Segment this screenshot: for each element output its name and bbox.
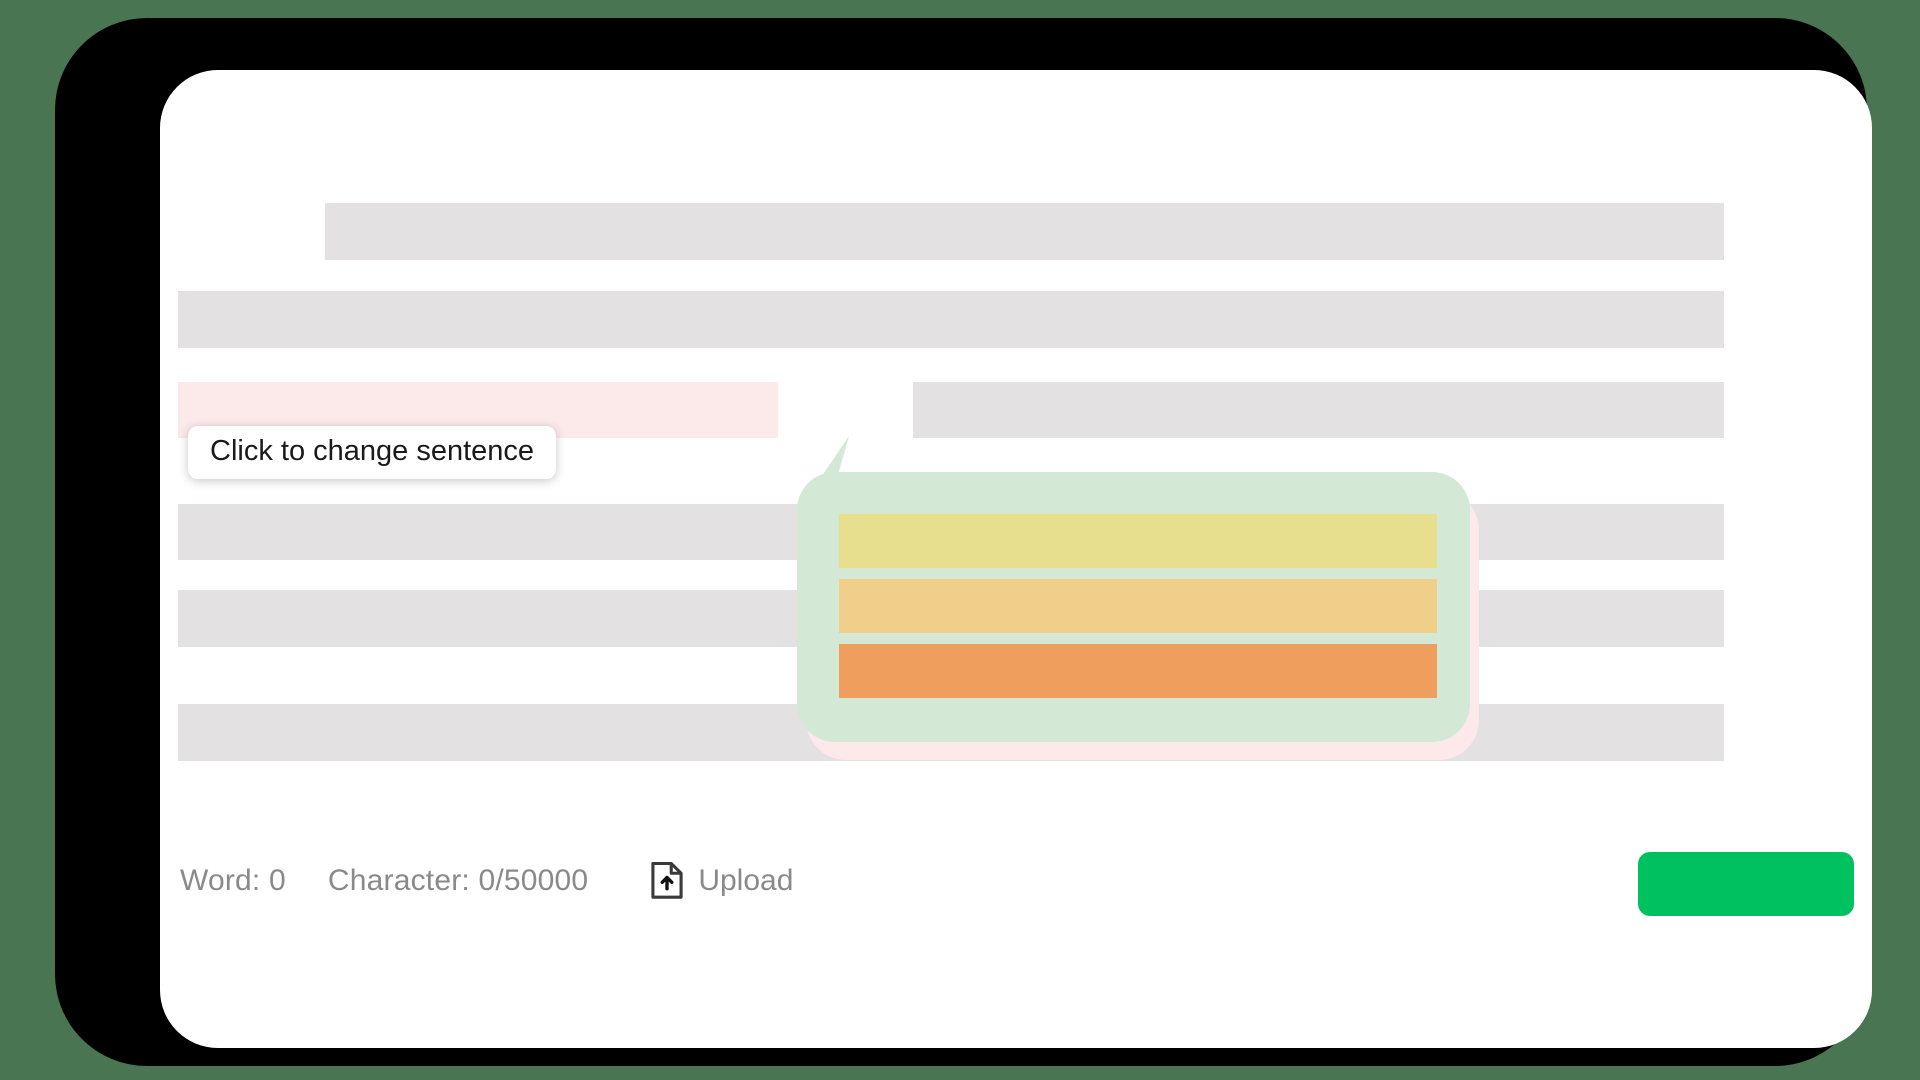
device-screen: Click to change sentence Word: 0 — [160, 70, 1872, 1048]
status-bar-left-group: Word: 0 Character: 0/50000 Upload — [180, 862, 793, 900]
upload-button[interactable]: Upload — [650, 862, 793, 900]
suggestion-option-3[interactable] — [839, 644, 1437, 698]
skeleton-line-2 — [178, 291, 1724, 348]
upload-file-icon — [650, 862, 684, 900]
skeleton-line-1 — [325, 203, 1724, 260]
word-count-label: Word: 0 — [180, 864, 286, 897]
status-bar: Word: 0 Character: 0/50000 Upload — [160, 840, 1872, 950]
sentence-suggestion-popup[interactable] — [797, 436, 1479, 760]
device-bezel: Click to change sentence Word: 0 — [55, 18, 1872, 1066]
suggestion-option-list — [839, 514, 1437, 698]
editor-canvas[interactable]: Click to change sentence Word: 0 — [160, 70, 1872, 1048]
popup-pointer-icon — [810, 436, 850, 492]
primary-action-button[interactable] — [1638, 852, 1854, 916]
suggestion-option-2[interactable] — [839, 579, 1437, 633]
tooltip-label: Click to change sentence — [210, 435, 535, 467]
skeleton-line-3-right — [913, 382, 1724, 438]
suggestion-option-1[interactable] — [839, 514, 1437, 568]
character-count-label: Character: 0/50000 — [327, 864, 589, 897]
popup-card — [797, 436, 1470, 742]
upload-label: Upload — [698, 864, 794, 897]
change-sentence-tooltip: Click to change sentence — [188, 426, 557, 479]
